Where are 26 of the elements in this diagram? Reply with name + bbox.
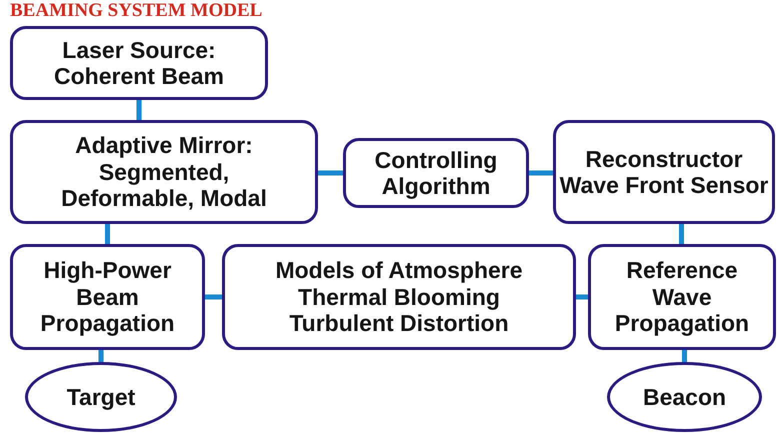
diagram-title: BEAMING SYSTEM MODEL [10,0,262,22]
process-box [222,244,576,350]
connector-line [105,224,110,244]
process-box [553,120,775,224]
process-box [10,244,205,350]
process-box [343,138,529,208]
connector-line [682,350,687,362]
node-label: Reconstructor Wave Front Sensor [558,146,770,198]
connector-line [318,170,343,176]
node-label: Laser Source: Coherent Beam [53,36,225,90]
node-label: Models of Atmosphere Thermal Blooming Turbulent Distortion [274,257,524,337]
node-label: Controlling Algorithm [374,146,498,200]
node-label: Reference Wave Propagation [614,257,750,337]
connector-line [679,224,684,244]
process-box [10,26,268,100]
node-label: Adaptive Mirror: Segmented, Deformable, Modal [60,132,268,212]
node-label: High-Power Beam Propagation [39,257,176,337]
node-label: Target [66,384,136,410]
connector-line [98,350,104,362]
process-box [588,244,776,350]
process-box [10,120,318,224]
connector-line [136,100,142,120]
connector-line [205,294,222,300]
connector-line [576,294,588,300]
node-label: Beacon [642,384,726,410]
connector-line [529,170,553,176]
